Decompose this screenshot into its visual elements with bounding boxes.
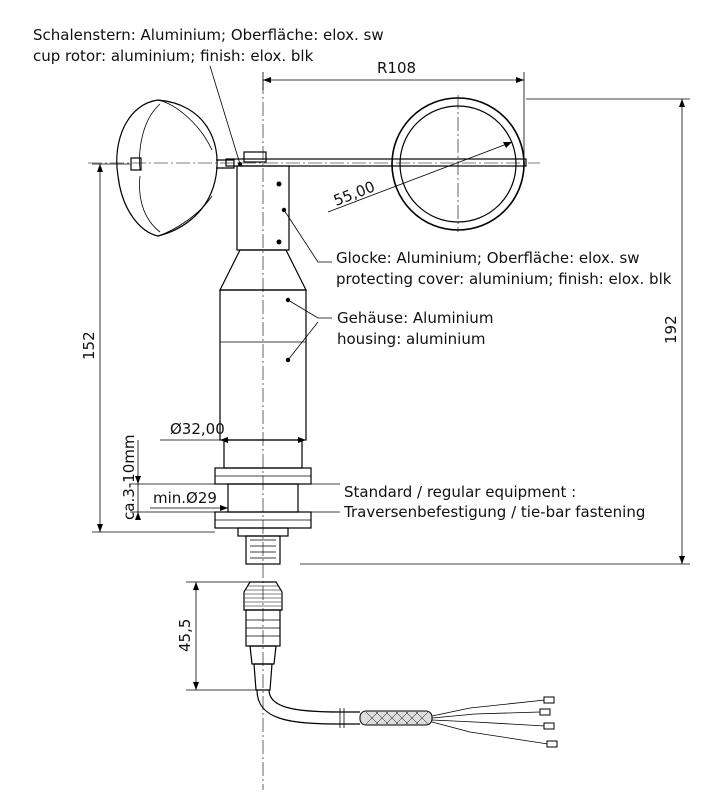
- dim-clamp-range: ca.3-10mm: [120, 435, 138, 520]
- cable: [256, 689, 433, 728]
- dim-shaft-diameter: Ø32,00: [170, 420, 225, 438]
- label-mount-standard: Standard / regular equipment :: [344, 483, 576, 501]
- label-housing-de: Gehäuse: Aluminium: [337, 309, 493, 327]
- dim-radius: R108: [377, 59, 416, 77]
- wire-ends: [431, 696, 558, 748]
- right-cup: [391, 97, 525, 231]
- label-cup-rotor-en: cup rotor: aluminium; finish: elox. blk: [33, 47, 314, 65]
- cup-arm: [225, 151, 527, 167]
- dim-min-diameter: min.Ø29: [153, 489, 217, 507]
- plug-connector: [243, 581, 283, 691]
- left-cup: [116, 99, 235, 237]
- material-labels: Schalenstern: Aluminium; Oberfläche: elo…: [33, 26, 672, 521]
- annotation-leaders: [209, 65, 332, 363]
- dim-height-152: 152: [80, 331, 98, 360]
- label-cover-de: Glocke: Aluminium; Oberfläche: elox. sw: [336, 249, 640, 267]
- centerlines: [88, 80, 540, 790]
- label-cover-en: protecting cover: aluminium; finish: elo…: [336, 270, 672, 288]
- dim-connector-length: 45,5: [176, 619, 194, 652]
- label-housing-en: housing: aluminium: [337, 330, 485, 348]
- dimension-arrows: [97, 77, 685, 690]
- dimension-labels: R108 55,00 192 152 Ø32,00 min.Ø29 ca.3-1…: [80, 59, 680, 652]
- dimension-lines: [92, 72, 690, 691]
- label-cup-rotor-de: Schalenstern: Aluminium; Oberfläche: elo…: [33, 26, 384, 44]
- dim-height-192: 192: [662, 315, 680, 344]
- mount-flanges: [214, 467, 312, 565]
- dim-cup-diameter: 55,00: [331, 178, 378, 210]
- label-mount-tiebar: Traversenbefestigung / tie-bar fastening: [343, 503, 645, 521]
